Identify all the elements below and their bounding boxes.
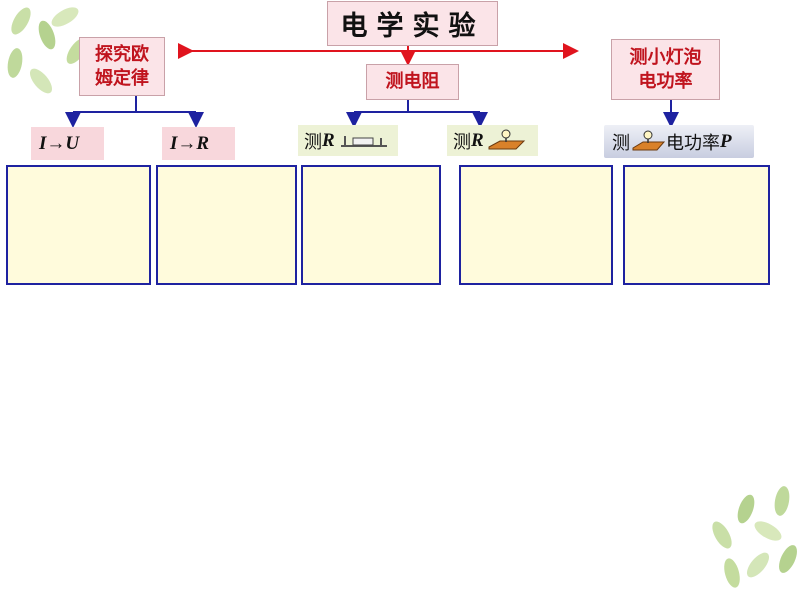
subtopic-measure-power: 测 电功率 P [604, 125, 754, 158]
content-box-1 [6, 165, 151, 285]
branch-ohm-law: 探究欧 姆定律 [79, 37, 165, 96]
subtopic-measure-r-bulb: 测 R [447, 125, 538, 156]
title-box: 电学实验 [327, 1, 498, 46]
content-box-5 [623, 165, 770, 285]
branch-resistance-label: 测电阻 [385, 71, 440, 92]
subtopic-p-symbol: P [720, 130, 732, 152]
bulb-board-icon [632, 130, 665, 150]
bulb-icon [488, 129, 525, 149]
branch-ohm-line1: 探究欧 [95, 43, 149, 65]
subtopic-i-u: I→U [31, 127, 104, 160]
subtopic-measure-r-resistor: 测 R [298, 125, 398, 156]
content-box-3 [301, 165, 441, 285]
resistor-icon [340, 135, 387, 147]
page-title: 电学实验 [340, 11, 485, 42]
subtopic-p-prefix: 测 [612, 132, 630, 154]
branch-bulb-power: 测小灯泡 电功率 [611, 39, 720, 100]
subtopic-i-r: I→R [162, 127, 235, 160]
red-arrow-line [178, 43, 579, 66]
subtopic-p-middle: 电功率 [666, 132, 720, 154]
subtopic-r1-prefix: 测 [304, 131, 322, 153]
branch-ohm-line2: 姆定律 [95, 67, 149, 89]
branch-measure-resistance: 测电阻 [366, 64, 459, 100]
subtopic-r2-symbol: R [471, 129, 484, 151]
subtopic-i-u-label: I→U [39, 132, 80, 154]
subtopic-r1-symbol: R [322, 129, 335, 151]
branch-power-line2: 电功率 [638, 70, 693, 92]
subtopic-r2-prefix: 测 [453, 131, 471, 153]
subtopic-i-r-label: I→R [170, 132, 210, 154]
content-box-2 [156, 165, 297, 285]
branch-power-line1: 测小灯泡 [629, 46, 702, 68]
blue-arrow-lines [65, 96, 679, 128]
content-box-4 [459, 165, 613, 285]
